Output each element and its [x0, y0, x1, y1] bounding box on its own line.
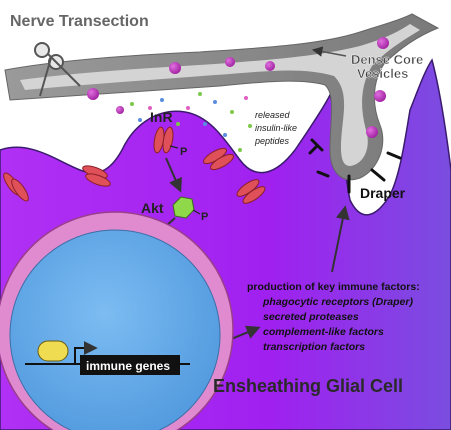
receptor	[236, 179, 266, 204]
inr-phospho-link	[169, 145, 179, 149]
gene-box-label: immune genes	[86, 359, 170, 373]
factor-item: secreted proteases	[263, 311, 359, 323]
vesicle	[225, 57, 235, 67]
receptor	[203, 147, 234, 171]
transcription-factor	[37, 340, 69, 362]
factor-item: phagocytic receptors (Draper)	[262, 296, 413, 308]
cell-name-label: Ensheathing Glial Cell	[213, 376, 403, 396]
vesicle	[265, 61, 275, 71]
vesicles-label-line1: Dense Core	[351, 52, 423, 67]
vesicle	[377, 37, 389, 49]
nucleus	[9, 229, 221, 430]
receptor-phospho-label: P	[180, 146, 187, 158]
arrow-factors-to-draper	[331, 205, 350, 273]
kinase-label: Akt	[141, 200, 164, 216]
peptides-label-line3: peptides	[254, 136, 290, 146]
receptor-label: InR	[150, 109, 173, 125]
peptides-label-line2: insulin-like	[255, 123, 297, 133]
dense-core-vesicles	[87, 37, 389, 138]
draper-receptors	[308, 138, 402, 194]
vesicles-label-line2: Vesicles	[357, 66, 408, 81]
receptor	[3, 172, 29, 202]
factor-list: phagocytic receptors (Draper) secreted p…	[262, 296, 413, 353]
vesicle	[374, 90, 386, 102]
receptor	[82, 165, 111, 187]
akt-phospho-link	[192, 209, 201, 215]
draper-label: Draper	[360, 185, 406, 201]
scissors-icon	[34, 42, 81, 97]
vesicle	[87, 88, 99, 100]
peptides-label-line1: released	[255, 110, 291, 120]
arrow-inr-to-akt	[165, 157, 182, 193]
factor-item: complement-like factors	[263, 326, 384, 338]
factors-heading: production of key immune factors:	[247, 281, 420, 293]
axon	[4, 13, 440, 181]
immune-genes-box	[80, 355, 180, 375]
factor-item: transcription factors	[263, 341, 365, 353]
kinase-phospho-label: P	[201, 211, 208, 223]
promoter-arrow	[74, 341, 98, 364]
vesicle	[366, 126, 378, 138]
vesicle	[169, 62, 181, 74]
figure-title: Nerve Transection	[10, 13, 149, 30]
vesicle	[116, 106, 124, 114]
vesicle-label-pointer	[311, 46, 347, 57]
